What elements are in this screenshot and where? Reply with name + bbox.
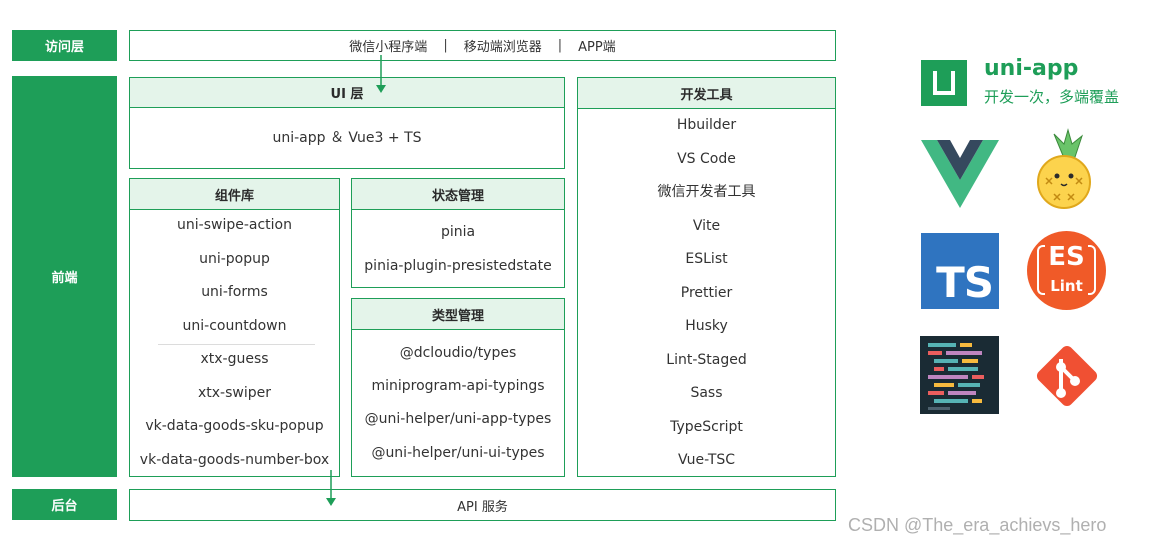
tool-item: Hbuilder bbox=[676, 117, 737, 133]
typescript-logo-text: TS bbox=[936, 258, 994, 307]
state-item: pinia-plugin-presistedstate bbox=[364, 258, 552, 274]
type-management-title: 类型管理 bbox=[352, 299, 564, 330]
backend-box: API 服务 bbox=[129, 489, 836, 521]
state-management-box: 状态管理 pinia pinia-plugin-presistedstate bbox=[351, 178, 565, 288]
uni-app-logo-icon bbox=[921, 60, 967, 106]
ui-layer-content: uni-app ＆ Vue3 + TS bbox=[272, 130, 422, 146]
backend-content: API 服务 bbox=[457, 499, 508, 515]
ui-layer-title: UI 层 bbox=[130, 78, 564, 108]
arrow-down-icon bbox=[326, 470, 336, 506]
type-item: @dcloudio/types bbox=[399, 345, 517, 361]
tool-item: VS Code bbox=[677, 151, 736, 167]
eslint-logo-icon: ES Lint bbox=[1027, 231, 1106, 310]
vue-logo-icon bbox=[921, 140, 999, 208]
tool-item: TypeScript bbox=[670, 419, 743, 435]
access-layer-box: 微信小程序端 | 移动端浏览器 | APP端 bbox=[129, 30, 836, 61]
dev-tools-box: 开发工具 Hbuilder VS Code 微信开发者工具 Vite ESLis… bbox=[577, 77, 836, 477]
component-library-box: 组件库 uni-swipe-action uni-popup uni-forms… bbox=[129, 178, 340, 477]
access-item-app: APP端 bbox=[578, 40, 616, 55]
component-item: vk-data-goods-sku-popup bbox=[145, 418, 324, 434]
state-item: pinia bbox=[440, 224, 476, 240]
access-layer-label: 访问层 bbox=[12, 30, 117, 61]
git-logo-icon bbox=[1036, 345, 1098, 407]
access-item-mobile-browser: 移动端浏览器 bbox=[463, 40, 542, 55]
component-library-title: 组件库 bbox=[130, 179, 339, 210]
eslint-logo-text-bottom: Lint bbox=[1050, 277, 1083, 295]
access-separator: | bbox=[443, 38, 448, 53]
component-divider bbox=[158, 344, 315, 345]
tool-item: Vite bbox=[692, 218, 721, 234]
component-item: vk-data-goods-number-box bbox=[139, 452, 330, 468]
type-management-box: 类型管理 @dcloudio/types miniprogram-api-typ… bbox=[351, 298, 565, 477]
tool-item: Lint-Staged bbox=[666, 352, 747, 368]
arrow-down-icon bbox=[376, 55, 386, 93]
brand-name: uni-app bbox=[984, 56, 1079, 81]
type-item: @uni-helper/uni-ui-types bbox=[371, 445, 545, 461]
component-item: uni-popup bbox=[199, 251, 270, 267]
type-item: miniprogram-api-typings bbox=[371, 378, 545, 394]
tool-item: Sass bbox=[690, 385, 723, 401]
component-item: xtx-guess bbox=[200, 351, 269, 367]
component-item: xtx-swiper bbox=[197, 385, 271, 401]
tool-item: ESList bbox=[685, 251, 728, 267]
tool-item: 微信开发者工具 bbox=[657, 184, 756, 200]
component-item: uni-countdown bbox=[182, 318, 287, 334]
ui-layer-box: UI 层 uni-app ＆ Vue3 + TS bbox=[129, 77, 565, 169]
tool-item: Husky bbox=[685, 318, 728, 334]
state-management-title: 状态管理 bbox=[352, 179, 564, 210]
tool-item: Prettier bbox=[680, 285, 733, 301]
component-item: uni-swipe-action bbox=[177, 217, 292, 233]
watermark: CSDN @The_era_achievs_hero bbox=[848, 515, 1107, 535]
component-item: uni-forms bbox=[201, 284, 268, 300]
typescript-logo-icon: TS bbox=[921, 233, 999, 309]
access-item-miniprogram: 微信小程序端 bbox=[349, 40, 428, 55]
eslint-brace-right-icon bbox=[1088, 245, 1096, 295]
frontend-layer-label: 前端 bbox=[12, 76, 117, 477]
type-item: @uni-helper/uni-app-types bbox=[364, 411, 552, 427]
prettier-logo-icon bbox=[920, 336, 999, 414]
eslint-brace-left-icon bbox=[1037, 245, 1045, 295]
access-separator: | bbox=[557, 38, 563, 53]
dev-tools-title: 开发工具 bbox=[578, 78, 835, 109]
pinia-logo-icon bbox=[1037, 128, 1091, 209]
tool-item: Vue-TSC bbox=[677, 452, 736, 468]
eslint-logo-text-top: ES bbox=[1048, 242, 1085, 272]
backend-layer-label: 后台 bbox=[12, 489, 117, 520]
brand-slogan: 开发一次，多端覆盖 bbox=[984, 88, 1120, 106]
